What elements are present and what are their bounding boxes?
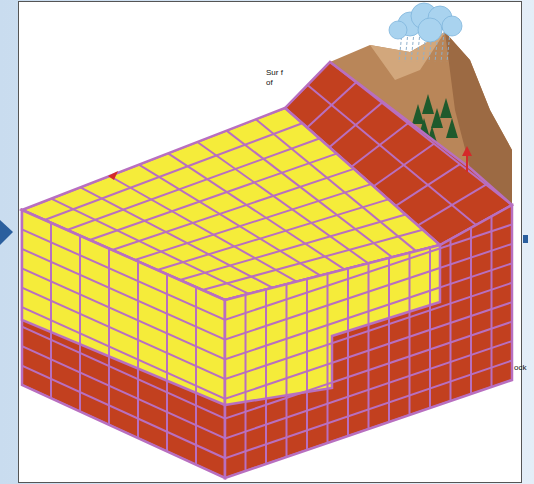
flow-arrow <box>108 171 118 180</box>
rain-cloud <box>389 3 462 62</box>
nav-mark <box>523 235 528 243</box>
partial-label: of <box>266 78 273 87</box>
left-face-bedrock <box>22 210 225 478</box>
right-face-sediment <box>225 205 512 478</box>
partial-label: Sur f <box>266 68 283 77</box>
partial-label: ock <box>514 363 526 372</box>
left-face-sediment <box>22 210 225 478</box>
nav-chevron <box>0 220 13 245</box>
uplift-arrow <box>462 146 472 172</box>
frame <box>19 2 522 483</box>
right-face-bedrock <box>225 205 512 478</box>
